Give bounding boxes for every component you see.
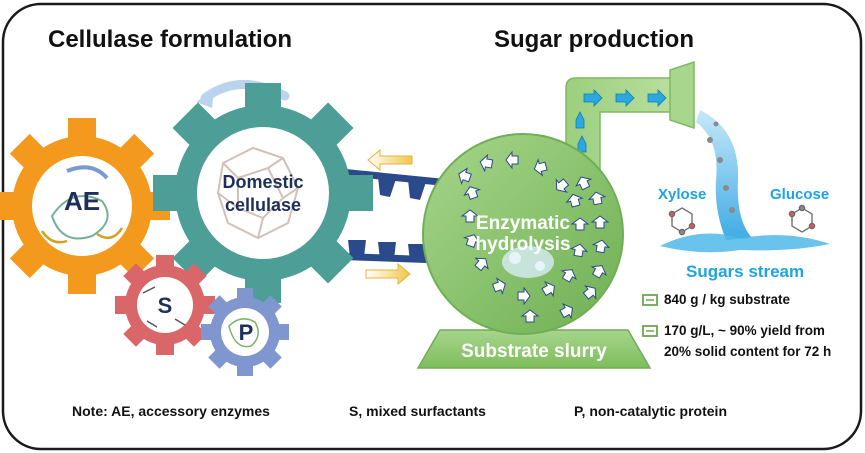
label-ae: AE — [63, 186, 101, 216]
vessel-base — [416, 329, 652, 369]
stat-icon-1 — [642, 294, 658, 306]
label-enzymatic: Enzymatic — [476, 213, 570, 234]
label-p: P — [238, 320, 254, 345]
sugar-molecules — [707, 121, 735, 213]
rotation-arc-top-head — [196, 90, 214, 108]
label-glucose: Glucose — [770, 186, 830, 203]
domestic-cellulase-gear — [153, 83, 373, 303]
sugar-waterfall — [696, 110, 752, 240]
note-ae: Note: AE, accessory enzymes — [72, 403, 270, 419]
hydrolysis-vessel — [422, 133, 624, 335]
protein-gear — [201, 288, 289, 376]
label-sugars-stream: Sugars stream — [686, 262, 805, 281]
note-s: S, mixed surfactants — [349, 403, 486, 419]
stat-icon-2 — [642, 325, 658, 337]
flow-arrow-right — [365, 262, 411, 286]
glucose-molecule — [788, 204, 816, 233]
note-p: P, non-catalytic protein — [574, 403, 727, 419]
ae-gear — [0, 118, 170, 294]
label-s: S — [157, 293, 173, 318]
label-domestic: Domestic — [222, 172, 304, 192]
xylose-molecule — [668, 207, 696, 236]
title-sugar-production: Sugar production — [494, 26, 694, 53]
swirl-arrows — [458, 150, 611, 323]
title-cellulase-formulation: Cellulase formulation — [48, 26, 293, 53]
flow-arrow-left — [367, 148, 413, 172]
pipe-funnel — [669, 60, 695, 130]
label-substrate-slurry: Substrate slurry — [461, 341, 607, 362]
stat-concentration: 170 g/L, ~ 90% yield from — [664, 323, 825, 338]
label-cellulase: cellulase — [224, 195, 302, 215]
label-xylose: Xylose — [658, 186, 707, 203]
stat-solid-content: 20% solid content for 72 h — [664, 344, 832, 359]
label-hydrolysis: hydrolysis — [475, 234, 571, 255]
sugar-splash — [660, 233, 830, 253]
stat-yield-per-kg: 840 g / kg substrate — [664, 292, 791, 307]
